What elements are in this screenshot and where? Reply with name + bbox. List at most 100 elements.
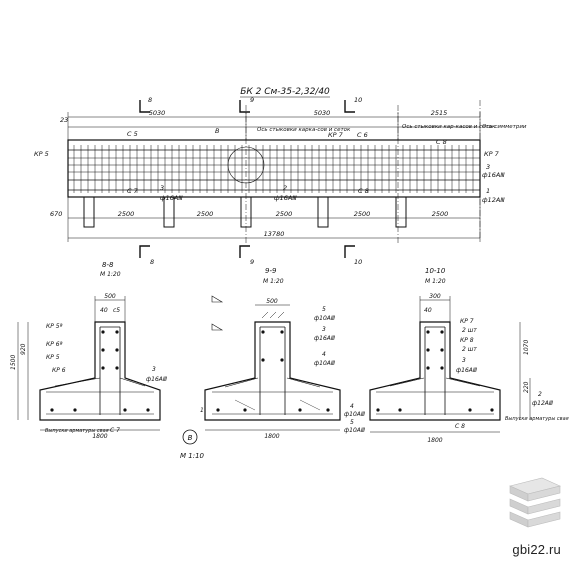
section-9-9 bbox=[204, 295, 341, 431]
section-10-dim-300: 300 bbox=[429, 293, 441, 300]
section-9-title: 9-9 bbox=[265, 267, 277, 275]
section-10-label-3: 3 bbox=[462, 357, 466, 364]
section-10-label-c8: С 8 bbox=[455, 423, 465, 430]
label-c8-b: С 8 bbox=[358, 187, 369, 195]
section-mark-9-bottom: 9 bbox=[250, 258, 254, 266]
section-mark-10-top: 10 bbox=[354, 96, 362, 104]
dim-seg-4: 2500 bbox=[354, 210, 371, 218]
label-kp7-right: КР 7 bbox=[484, 150, 500, 158]
section-8-dim-40: 40 bbox=[100, 307, 108, 314]
section-10-dim-1070: 1070 bbox=[523, 340, 530, 355]
dim-total: 13780 bbox=[264, 230, 285, 238]
section-8-label-3-spec: ф16АⅢ bbox=[146, 376, 167, 383]
section-mark-10-bottom: 10 bbox=[354, 258, 362, 266]
section-9-label-5b: 5 bbox=[350, 419, 354, 426]
section-9-label-5a-spec: ф10АⅢ bbox=[314, 315, 335, 322]
label-joint-axis-1: Ось стыковки карка-сов и сеток bbox=[257, 127, 351, 133]
section-8-dim-1500: 1500 bbox=[10, 355, 17, 370]
label-bar-3-spec: ф16АⅢ bbox=[160, 194, 183, 202]
dim-end-top: 23 bbox=[60, 116, 68, 124]
label-kp7-top: КР 7 bbox=[328, 131, 344, 139]
section-9-dim-1800: 1800 bbox=[264, 433, 279, 440]
section-8-8 bbox=[17, 296, 161, 431]
section-10-dim-220: 220 bbox=[523, 381, 530, 393]
section-10-label-2-spec: ф12АⅢ bbox=[532, 400, 553, 407]
section-mark-8-bottom: 8 bbox=[150, 258, 154, 266]
label-joint-axis-2: Ось стыковки кар-касов и сеток bbox=[402, 124, 496, 130]
section-8-label-kp5: КР 5 bbox=[46, 354, 60, 361]
detail-b-callout: В bbox=[188, 434, 193, 442]
section-8-label-kp5a: КР 5ª bbox=[46, 323, 63, 330]
section-8-dim-500: 500 bbox=[104, 293, 116, 300]
section-8-label-kp6: КР 6 bbox=[52, 367, 66, 374]
label-bar-1: 1 bbox=[486, 187, 490, 195]
section-9-dim-1: 1 bbox=[200, 407, 204, 414]
dim-top-3: 2515 bbox=[431, 109, 448, 117]
section-9-label-5b-spec: ф10АⅢ bbox=[344, 427, 365, 434]
section-10-10-dots bbox=[376, 330, 494, 412]
label-bar-3b-spec: ф16АⅢ bbox=[482, 171, 505, 179]
dim-top-2: 5030 bbox=[314, 109, 331, 117]
beam-elevation bbox=[67, 100, 481, 258]
section-8-label-c7: С 7 bbox=[110, 427, 120, 434]
section-9-label-3: 3 bbox=[322, 326, 326, 333]
section-8-label-3: 3 bbox=[152, 366, 156, 373]
section-10-10 bbox=[369, 296, 531, 433]
dim-seg-3: 2500 bbox=[276, 210, 293, 218]
section-8-title: 8-8 bbox=[102, 261, 114, 269]
label-c5: С 5 bbox=[127, 130, 138, 138]
label-kp5: КР 5 bbox=[34, 150, 49, 158]
label-c7: С 7 bbox=[127, 187, 139, 195]
section-10-dim-40: 40 bbox=[424, 307, 432, 314]
label-bar-3b: 3 bbox=[486, 163, 490, 171]
dim-top-1: 5030 bbox=[149, 109, 166, 117]
label-bar-1-spec: ф12АⅢ bbox=[482, 196, 505, 204]
section-9-label-3-spec: ф16АⅢ bbox=[314, 335, 335, 342]
drawing-title: БК 2 См-35-2,32/40 bbox=[240, 87, 330, 97]
section-8-note: Выпуски арматуры свая bbox=[45, 428, 109, 434]
section-8-dim-920: 920 bbox=[20, 343, 27, 355]
logo-icon bbox=[509, 477, 561, 528]
section-10-label-kp7-qty: 2 шт bbox=[462, 327, 477, 334]
section-9-dim-500: 500 bbox=[266, 298, 278, 305]
dim-seg-2: 2500 bbox=[197, 210, 214, 218]
section-9-label-4b: 4 bbox=[350, 403, 354, 410]
section-9-label-4a: 4 bbox=[322, 351, 326, 358]
section-9-label-5a: 5 bbox=[322, 306, 326, 313]
stirrups bbox=[73, 145, 474, 193]
detail-b: В М 1:10 bbox=[180, 429, 205, 460]
section-10-label-kp8-qty: 2 шт bbox=[462, 346, 477, 353]
section-8-scale: М 1:20 bbox=[100, 271, 121, 278]
label-v-callout: В bbox=[215, 127, 220, 135]
section-9-label-4b-spec: ф10АⅢ bbox=[344, 411, 365, 418]
section-10-label-kp8: КР 8 bbox=[460, 337, 474, 344]
detail-b-scale: М 1:10 bbox=[180, 452, 205, 460]
section-10-label-2: 2 bbox=[538, 391, 542, 398]
label-symmetry-axis: Ось симметрии bbox=[482, 124, 527, 130]
section-mark-9-top: 9 bbox=[250, 96, 254, 104]
dim-seg-5: 2500 bbox=[432, 210, 449, 218]
label-bar-2: 2 bbox=[283, 184, 287, 192]
section-8-label-kp6a: КР 6ª bbox=[46, 341, 63, 348]
dim-end-bottom: 670 bbox=[50, 210, 62, 218]
section-10-dim-1800: 1800 bbox=[427, 437, 442, 444]
section-10-note: Выпуски арматуры свая bbox=[505, 416, 569, 422]
watermark-text[interactable]: gbi22.ru bbox=[512, 542, 561, 557]
label-bar-3: 3 bbox=[160, 184, 164, 192]
section-mark-8-top: 8 bbox=[148, 96, 152, 104]
label-c8-a: С 8 bbox=[436, 138, 447, 146]
section-10-label-kp7: КР 7 bbox=[460, 318, 474, 325]
label-bar-2-spec: ф16АⅢ bbox=[274, 194, 297, 202]
section-10-scale: М 1:20 bbox=[425, 278, 446, 285]
section-9-9-dots bbox=[216, 330, 330, 412]
section-9-scale: М 1:20 bbox=[263, 278, 284, 285]
section-10-label-3-spec: ф16АⅢ bbox=[456, 367, 477, 374]
dim-seg-1: 2500 bbox=[118, 210, 135, 218]
section-9-label-4a-spec: ф10АⅢ bbox=[314, 360, 335, 367]
section-10-title: 10-10 bbox=[425, 267, 446, 275]
section-8-dim-c5: c5 bbox=[113, 307, 120, 314]
label-c6: С 6 bbox=[357, 131, 368, 139]
section-8-dim-1800: 1800 bbox=[92, 433, 107, 440]
section-8-8-dots bbox=[50, 330, 150, 412]
